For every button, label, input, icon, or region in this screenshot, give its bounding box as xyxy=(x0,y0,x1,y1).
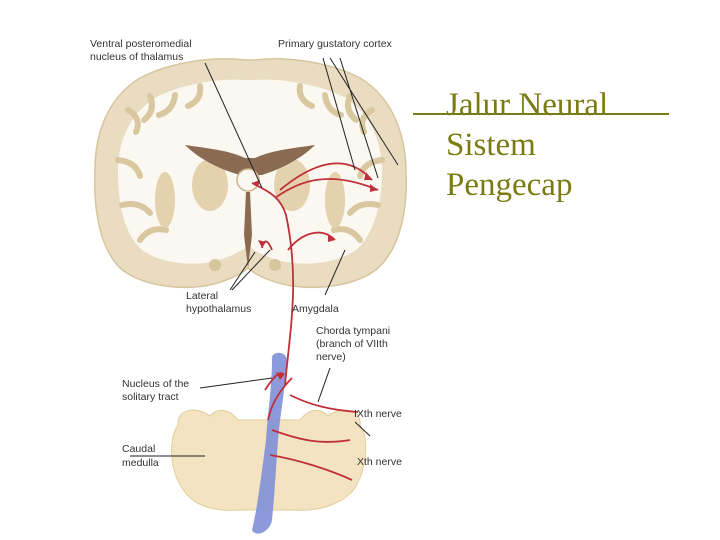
label-ixth-nerve: IXth nerve xyxy=(354,408,402,420)
arrowheads xyxy=(252,172,378,380)
label-vpm-2: nucleus of thalamus xyxy=(90,51,183,63)
lateral-ventricles xyxy=(185,145,315,175)
label-solitary-1: Nucleus of the xyxy=(122,378,189,390)
label-lateral-hypothalamus-2: hypothalamus xyxy=(186,303,251,315)
label-chorda-3: nerve) xyxy=(316,351,346,363)
hippocampus-right xyxy=(269,259,281,271)
taste-pathway-arrows xyxy=(251,162,379,481)
label-lateral-hypothalamus-1: Lateral xyxy=(186,290,218,302)
title-line-2: Sistem xyxy=(446,127,536,163)
diagram-labels: Ventral posteromedial nucleus of thalamu… xyxy=(90,38,402,469)
label-xth-nerve: Xth nerve xyxy=(357,456,402,468)
insula-left xyxy=(155,172,175,228)
label-vpm-1: Ventral posteromedial xyxy=(90,38,192,50)
basal-ganglia-left xyxy=(192,159,228,211)
label-amygdala: Amygdala xyxy=(292,303,339,315)
insula-right xyxy=(325,172,345,228)
brain-coronal-section xyxy=(93,58,407,289)
label-chorda-1: Chorda tympani xyxy=(316,325,390,337)
label-caudal-2: medulla xyxy=(122,457,159,469)
thalamus-vpm xyxy=(236,168,260,192)
label-caudal-1: Caudal xyxy=(122,443,155,455)
title-line-1: Jalur Neural xyxy=(446,87,609,123)
label-chorda-2: (branch of VIIth xyxy=(316,338,388,350)
solitary-tract xyxy=(252,352,288,534)
label-gustatory-cortex: Primary gustatory cortex xyxy=(278,38,393,50)
gyri-right xyxy=(296,83,385,243)
leader-lines xyxy=(130,57,399,457)
title-line-3: Pengecap xyxy=(446,167,573,203)
gyri-left xyxy=(115,83,204,243)
title-underline xyxy=(413,113,669,115)
hippocampus-left xyxy=(209,259,221,271)
label-solitary-2: solitary tract xyxy=(122,391,179,403)
slide-title: Jalur Neural Sistem Pengecap xyxy=(446,85,686,205)
third-ventricle xyxy=(244,192,252,268)
basal-ganglia-right xyxy=(274,159,310,211)
